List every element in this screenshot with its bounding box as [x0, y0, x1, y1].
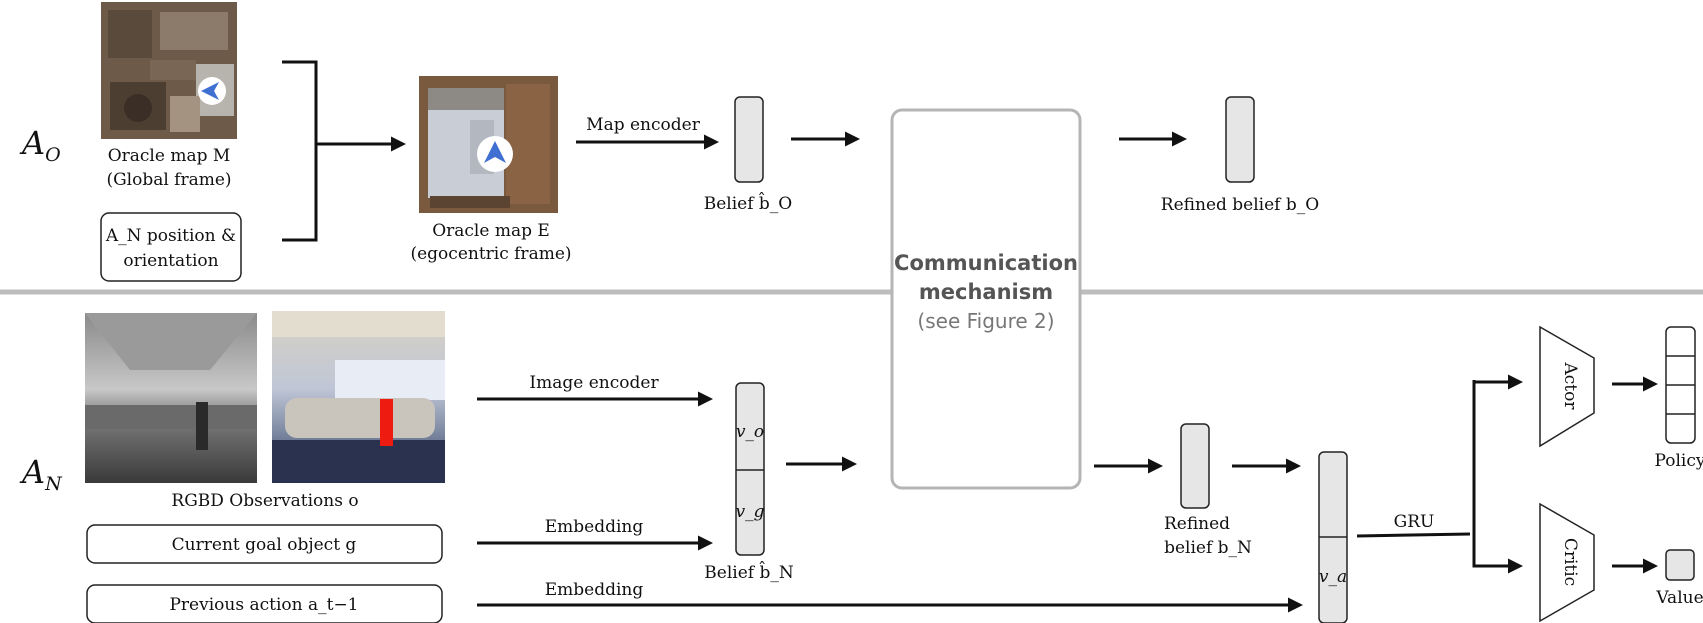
- gru-label: GRU: [1394, 512, 1435, 532]
- comm-title-line2: mechanism: [919, 280, 1053, 304]
- previous-action-box: [86, 584, 443, 623]
- refined-belief-o-label: Refined belief b_O: [1161, 195, 1319, 215]
- map-encoder-label: Map encoder: [586, 115, 701, 135]
- an-position-line2: orientation: [123, 251, 218, 271]
- critic-head: [1539, 502, 1595, 623]
- refined-belief-n-line2: belief b_N: [1164, 538, 1252, 558]
- policy-label: Policy: [1655, 451, 1703, 471]
- critic-label: Critic: [1560, 538, 1580, 586]
- refined-belief-n-vector: [1180, 423, 1210, 509]
- image-encoder-label: Image encoder: [529, 373, 659, 393]
- rgb-observation-image: [272, 311, 445, 483]
- oracle-map-global-line2: (Global frame): [106, 170, 231, 190]
- location-arrow-icon: [484, 141, 506, 163]
- navigator-agent-label: AN: [19, 453, 63, 495]
- oracle-map-global-image: [101, 2, 237, 139]
- belief-n-vector: [735, 382, 765, 556]
- belief-n-top-label: v_o: [736, 422, 764, 442]
- belief-o-label: Belief b̂_O: [704, 192, 793, 214]
- actor-head: [1539, 325, 1595, 448]
- value-label: Value: [1655, 588, 1703, 608]
- belief-o-vector: [734, 96, 764, 183]
- refined-belief-o-vector: [1225, 96, 1255, 183]
- previous-action-text: Previous action a_t−1: [169, 595, 358, 615]
- oracle-agent-label: AO: [19, 124, 61, 166]
- an-position-line1: A_N position &: [105, 226, 236, 246]
- embedding-goal-label: Embedding: [545, 517, 644, 537]
- oracle-map-ego-line1: Oracle map E: [432, 221, 550, 241]
- arrow-to-critic: [1472, 380, 1523, 574]
- current-goal-text: Current goal object g: [172, 535, 357, 555]
- oracle-map-ego-line2: (egocentric frame): [410, 244, 571, 264]
- belief-n-label: Belief b̂_N: [704, 561, 794, 583]
- comm-subtitle: (see Figure 2): [917, 309, 1054, 333]
- target-object-highlight: [380, 399, 393, 446]
- oracle-map-global-line1: Oracle map M: [108, 146, 231, 166]
- embedding-action-label: Embedding: [545, 580, 644, 600]
- actor-label: Actor: [1560, 362, 1580, 411]
- current-goal-box: [86, 524, 443, 564]
- communication-mechanism-box: [890, 108, 1082, 490]
- value-box: [1665, 549, 1695, 581]
- an-position-box: [100, 212, 242, 282]
- gru-line: [1356, 532, 1471, 538]
- rgbd-observation-label: RGBD Observations o: [171, 491, 358, 511]
- location-arrow-icon: [201, 82, 219, 100]
- belief-n-bottom-label: v_g: [736, 502, 765, 522]
- depth-observation-image: [85, 313, 257, 483]
- comm-title-line1: Communication: [894, 251, 1078, 275]
- refined-belief-n-line1: Refined: [1164, 514, 1230, 534]
- va-label: v_a: [1319, 567, 1347, 587]
- input-merge-bracket: [282, 60, 318, 242]
